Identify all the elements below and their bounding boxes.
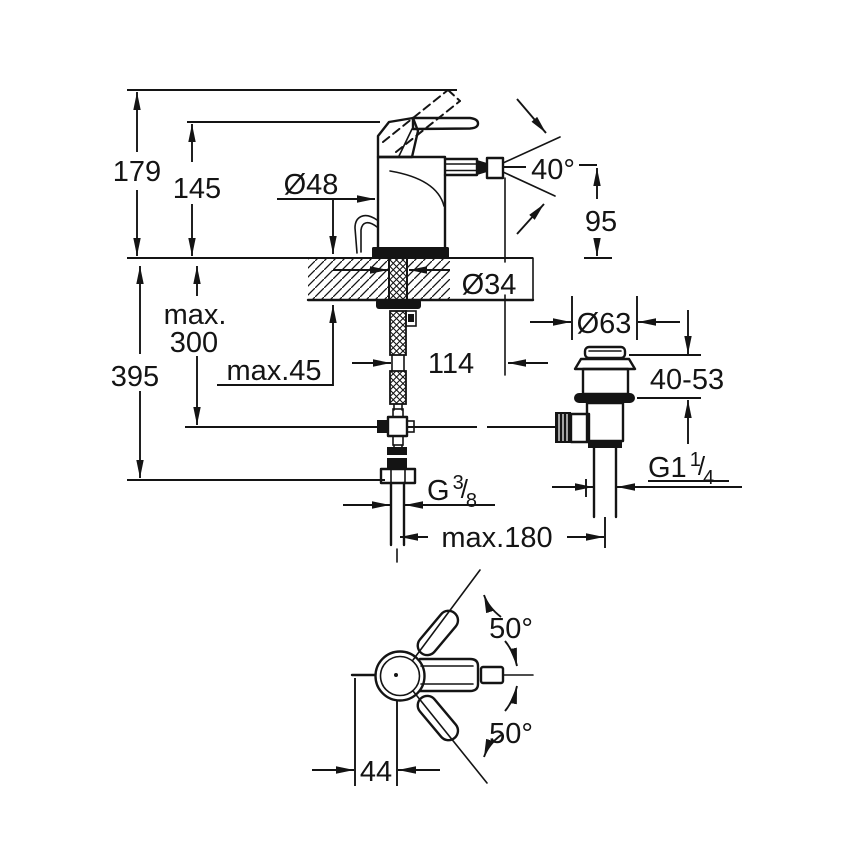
popup-seal-ring [574, 393, 635, 403]
flex-hose-lower [389, 370, 407, 405]
tee-bottom-nub [392, 435, 404, 446]
dim-145-label: 145 [173, 173, 221, 205]
mounting-stud-head [408, 314, 414, 322]
body-center-mark [394, 673, 398, 677]
pop-up-waste [555, 345, 637, 548]
popup-flange [573, 357, 637, 371]
spout-top-view [418, 657, 480, 693]
handle-blade-lower [416, 694, 460, 742]
tee-left-clamp [377, 420, 388, 433]
knob-knurling [558, 414, 568, 441]
dim-95-label: 95 [585, 206, 617, 238]
dim-44: 44 [312, 678, 440, 788]
dim-max300-label1: max. [164, 299, 227, 331]
flex-hose-upper [389, 310, 407, 356]
supply-pipe [389, 481, 406, 547]
supply-nut [379, 467, 417, 485]
popup-lower-body [585, 401, 625, 443]
spout-top-view-inner [420, 665, 474, 685]
dim-50-upper-label: 50° [489, 613, 533, 645]
dim-95: 95 [584, 168, 617, 259]
popup-upper-body [581, 367, 630, 396]
popup-lower-band [588, 440, 622, 448]
aerator-top-view [479, 665, 505, 685]
dim-diameter63: Ø63 [530, 296, 680, 340]
threaded-shank [388, 257, 408, 301]
dim-d63-label: Ø63 [577, 308, 632, 340]
dim-diameter34: Ø34 [333, 266, 517, 301]
dim-diameter48: Ø48 [277, 169, 375, 203]
hose-neck-lower [393, 444, 403, 448]
dim-40deg: 40° [502, 98, 597, 235]
mounting-nut [376, 299, 421, 309]
dim-145: 145 [173, 121, 380, 256]
dim-max300-label2: 300 [170, 327, 218, 359]
dim-max300: max. 300 [164, 266, 227, 425]
spout-tube [443, 157, 479, 177]
dim-40deg-label: 40° [531, 154, 575, 186]
side-view: 179 145 395 max. 300 Ø48 [111, 89, 742, 554]
aerator-cone [477, 160, 487, 175]
dim-179-label: 179 [113, 156, 161, 188]
swing-line-upper [412, 569, 481, 661]
supply-nut-facets [390, 468, 406, 484]
body-outline [376, 155, 447, 254]
dim-deck-thickness: max.45 [217, 199, 337, 387]
handle-seam [398, 128, 413, 157]
aerator-outlet [485, 156, 505, 180]
counter-section [127, 257, 535, 302]
dimensions: 179 145 395 max. 300 Ø48 [111, 89, 742, 554]
handle-blade-upper [416, 609, 460, 657]
hose-end-band2 [387, 458, 407, 469]
handle-raised-dashed [382, 89, 461, 153]
dim-50-lower-label: 50° [489, 718, 533, 750]
body-circle-outer [374, 650, 426, 702]
dim-max180-label: max.180 [441, 522, 552, 554]
dim-4053-label: 40-53 [650, 364, 724, 396]
faucet-body [354, 89, 505, 258]
dim-max180: max.180 [400, 522, 604, 554]
top-view: 50° 50° 44 [312, 548, 534, 788]
top-view-faucet [350, 569, 534, 784]
spout-tube-inner [444, 163, 478, 172]
dim-114: 114 [352, 177, 548, 380]
dim-d48-label: Ø48 [284, 169, 339, 201]
rod-tee [386, 415, 409, 438]
popup-rod-knob [354, 214, 378, 254]
dim-max45-label: max.45 [226, 355, 321, 387]
handle-lever [411, 116, 480, 131]
counter-hatch-left [308, 258, 388, 300]
drain-tailpipe [592, 446, 618, 519]
hose-end-band1 [387, 447, 407, 455]
dim-40-53: 40-53 [629, 310, 724, 444]
swing-line-lower [412, 690, 488, 784]
dim-44-label: 44 [360, 756, 392, 788]
dim-395: 395 [111, 266, 385, 481]
counter-hatch-right [408, 258, 450, 300]
dim-50-upper: 50° [483, 594, 533, 667]
base-escutcheon [372, 247, 449, 258]
dim-114-label: 114 [428, 348, 474, 380]
dim-179: 179 [113, 89, 457, 256]
dim-50-lower: 50° [483, 685, 533, 758]
popup-button [583, 345, 627, 360]
body-circle-inner [379, 655, 421, 697]
dim-395-label: 395 [111, 361, 159, 393]
flex-hose-gap [391, 354, 405, 372]
body-inner-curve [389, 170, 445, 207]
dim-d34-label: Ø34 [462, 269, 517, 301]
